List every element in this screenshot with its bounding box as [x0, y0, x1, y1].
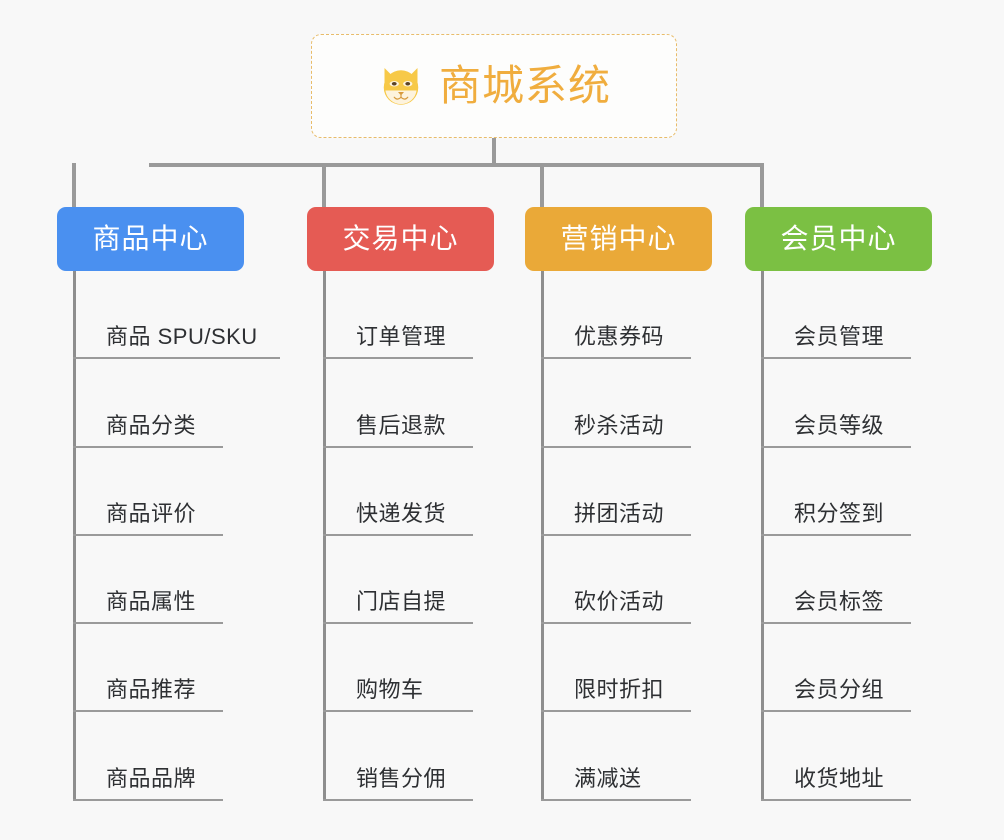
leaf-item[interactable]: 满减送 — [541, 712, 691, 801]
leaf-label: 快递发货 — [356, 500, 447, 526]
leaf-item[interactable]: 会员标签 — [761, 536, 911, 625]
leaf-item[interactable]: 商品品牌 — [73, 712, 223, 801]
leaf-label: 门店自提 — [356, 589, 447, 615]
leaf-item[interactable]: 商品评价 — [73, 448, 223, 536]
leaf-label: 商品属性 — [106, 589, 197, 615]
leaf-column-1: 订单管理售后退款快递发货门店自提购物车销售分佣 — [323, 271, 473, 801]
branch-label: 交易中心 — [342, 223, 459, 254]
connector-drop-0 — [72, 163, 76, 208]
leaf-item[interactable]: 会员管理 — [761, 271, 911, 360]
leaf-label: 商品推荐 — [106, 677, 197, 703]
branch-node-2[interactable]: 营销中心 — [525, 207, 712, 271]
branch-node-3[interactable]: 会员中心 — [745, 207, 932, 271]
leaf-item[interactable]: 商品分类 — [73, 359, 223, 448]
branch-node-0[interactable]: 商品中心 — [57, 207, 244, 271]
leaf-item[interactable]: 门店自提 — [323, 536, 473, 625]
root-node[interactable]: 商城系统 — [311, 34, 677, 138]
connector-drop-3 — [760, 163, 764, 208]
leaf-label: 会员标签 — [794, 589, 885, 615]
leaf-column-0: 商品 SPU/SKU 商品分类商品评价商品属性商品推荐商品品牌 — [73, 271, 280, 801]
leaf-label: 商品品牌 — [106, 765, 197, 791]
leaf-item[interactable]: 限时折扣 — [541, 624, 691, 713]
leaf-item[interactable]: 订单管理 — [323, 271, 473, 360]
leaf-label: 秒杀活动 — [574, 412, 665, 438]
leaf-column-2: 优惠券码秒杀活动拼团活动砍价活动限时折扣满减送 — [541, 271, 691, 801]
connector-drop-2 — [540, 163, 544, 208]
leaf-item[interactable]: 售后退款 — [323, 359, 473, 448]
leaf-label: 限时折扣 — [574, 677, 665, 703]
leaf-label: 砍价活动 — [574, 589, 665, 615]
leaf-label: 会员管理 — [794, 324, 885, 350]
branch-label: 商品中心 — [92, 223, 209, 254]
leaf-spine — [761, 271, 764, 801]
connector-drop-1 — [322, 163, 326, 208]
leaf-label: 销售分佣 — [356, 765, 447, 791]
leaf-item[interactable]: 秒杀活动 — [541, 359, 691, 448]
leaf-column-3: 会员管理会员等级积分签到会员标签会员分组收货地址 — [761, 271, 911, 801]
leaf-item[interactable]: 商品 SPU/SKU — [73, 271, 280, 360]
branch-label: 营销中心 — [560, 223, 677, 254]
branch-label: 会员中心 — [780, 223, 897, 254]
leaf-spine — [541, 271, 544, 801]
leaf-spine — [73, 271, 76, 801]
leaf-item[interactable]: 商品推荐 — [73, 624, 223, 713]
leaf-item[interactable]: 拼团活动 — [541, 448, 691, 536]
leaf-item[interactable]: 商品属性 — [73, 536, 223, 625]
leaf-label: 满减送 — [574, 765, 642, 791]
leaf-label: 售后退款 — [356, 412, 447, 438]
connector-root-stem — [492, 138, 496, 166]
leaf-label: 购物车 — [356, 677, 424, 703]
leaf-item[interactable]: 积分签到 — [761, 448, 911, 536]
leaf-spine — [323, 271, 326, 801]
leaf-label: 商品评价 — [106, 500, 197, 526]
dog-face-icon — [383, 68, 419, 107]
leaf-label: 订单管理 — [356, 324, 447, 350]
leaf-item[interactable]: 会员等级 — [761, 359, 911, 448]
leaf-item[interactable]: 销售分佣 — [323, 712, 473, 801]
leaf-label: 收货地址 — [794, 765, 885, 791]
leaf-item[interactable]: 购物车 — [323, 624, 473, 713]
connector-horizontal-bus — [149, 163, 764, 167]
leaf-label: 积分签到 — [794, 500, 885, 526]
leaf-label: 商品 SPU/SKU — [106, 324, 258, 350]
leaf-item[interactable]: 优惠券码 — [541, 271, 691, 360]
branch-node-1[interactable]: 交易中心 — [307, 207, 494, 271]
leaf-label: 商品分类 — [106, 412, 197, 438]
leaf-item[interactable]: 砍价活动 — [541, 536, 691, 625]
leaf-item[interactable]: 快递发货 — [323, 448, 473, 536]
leaf-item[interactable]: 收货地址 — [761, 712, 911, 801]
leaf-label: 拼团活动 — [574, 500, 665, 526]
leaf-label: 会员分组 — [794, 677, 885, 703]
root-label: 商城系统 — [438, 62, 611, 109]
leaf-label: 会员等级 — [794, 412, 885, 438]
leaf-item[interactable]: 会员分组 — [761, 624, 911, 713]
leaf-label: 优惠券码 — [574, 324, 665, 350]
